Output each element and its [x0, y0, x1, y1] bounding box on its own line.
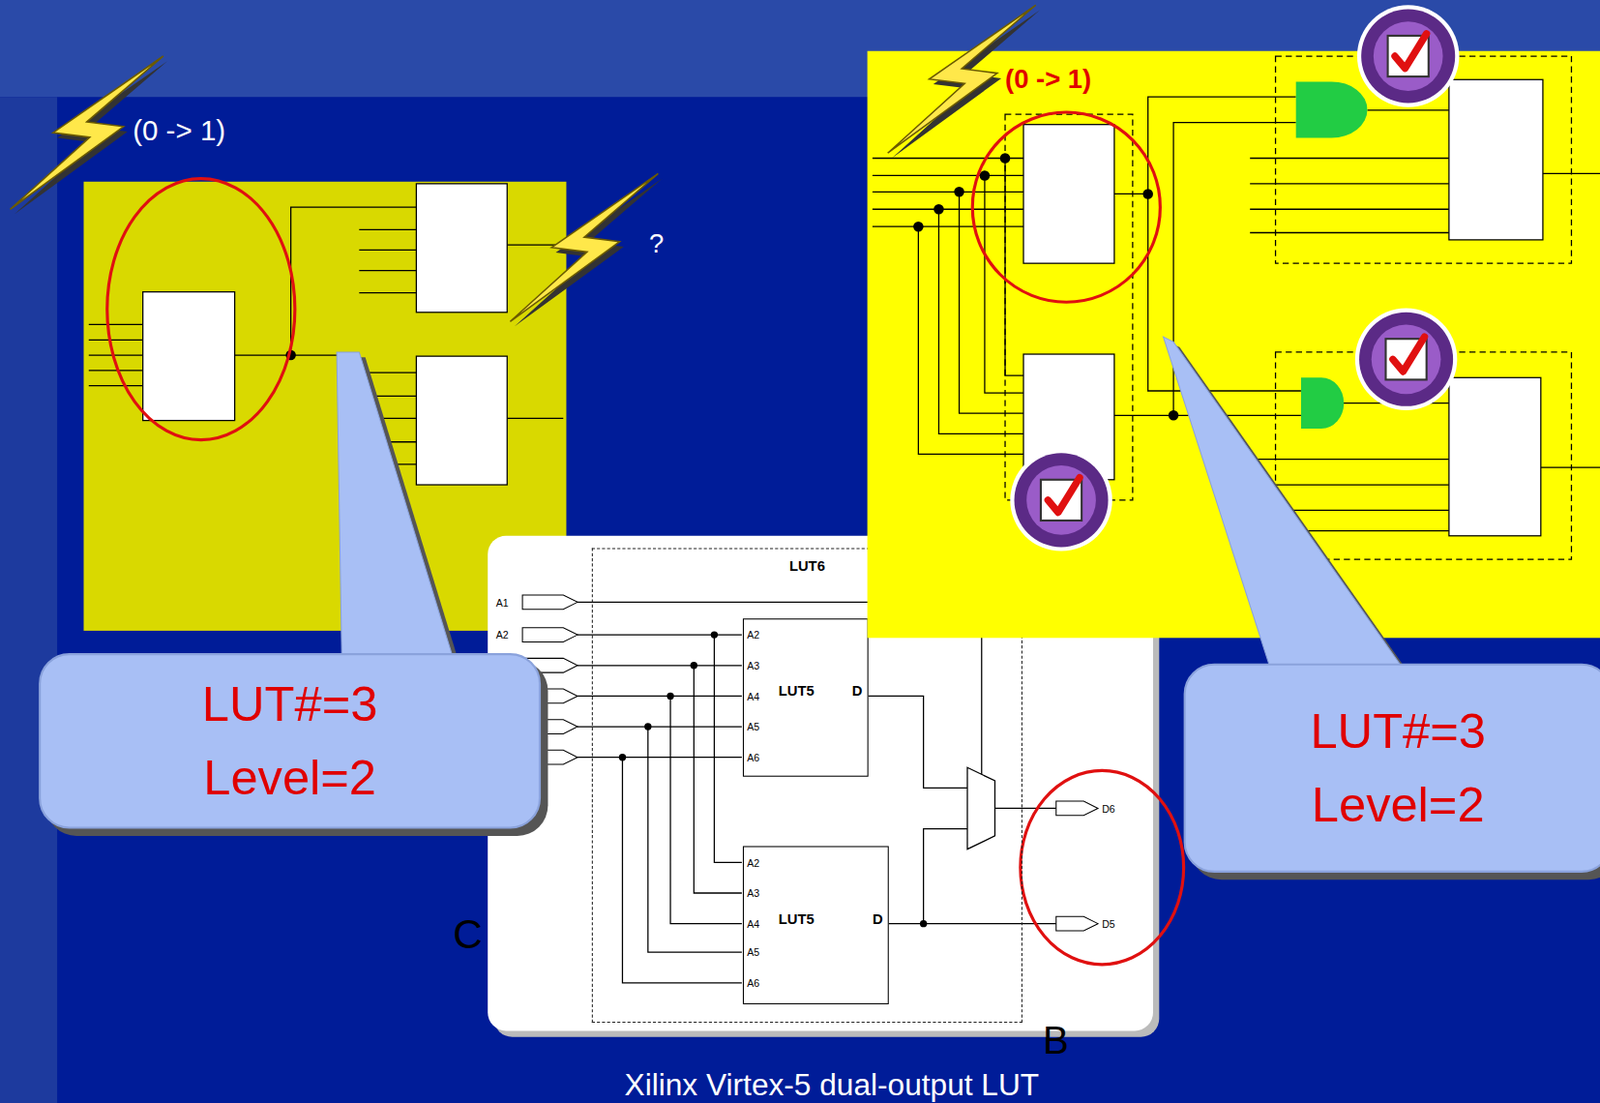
figure-caption: Xilinx Virtex-5 dual-output LUT	[624, 1066, 1040, 1101]
transition-label: (0 -> 1)	[1005, 63, 1092, 93]
pin-name: A2	[746, 857, 760, 869]
pin-name: D5	[1101, 918, 1115, 930]
pin-name: A3	[746, 887, 760, 899]
callout-box: LUT#=3 Level=2	[1184, 663, 1600, 873]
lightning-bolt	[10, 56, 663, 327]
stray-letter: C	[452, 911, 482, 956]
callout-box: LUT#=3 Level=2	[38, 652, 541, 829]
pin-name: A2	[496, 628, 509, 641]
lut5-block: LUT5 D	[742, 845, 889, 1005]
pin-name: A6	[746, 751, 760, 764]
pin-name: A1	[496, 596, 509, 609]
pin-name: A3	[746, 659, 760, 672]
transition-label: (0 -> 1)	[132, 115, 226, 147]
pin-name: A6	[746, 977, 760, 989]
block-label: LUT6	[789, 556, 826, 574]
block-label: D	[872, 909, 884, 927]
pin-name: A4	[746, 918, 760, 930]
pin-name: A2	[746, 628, 760, 641]
pin-name: D6	[1101, 802, 1115, 815]
block-label: LUT5	[778, 681, 815, 700]
block-label: LUT5	[778, 909, 815, 927]
question-mark: ?	[649, 228, 664, 258]
stray-letter: B	[1042, 1019, 1069, 1063]
callout-text: LUT#=3 Level=2	[1309, 694, 1486, 842]
pin-name: A4	[746, 690, 760, 703]
pin-name: A5	[746, 720, 760, 733]
pin-name: A5	[746, 946, 760, 958]
callout-text: LUT#=3 Level=2	[202, 667, 379, 815]
block-label: D	[852, 681, 863, 700]
lut5-block: LUT5 D	[742, 618, 869, 777]
callout-tail	[336, 336, 1410, 674]
